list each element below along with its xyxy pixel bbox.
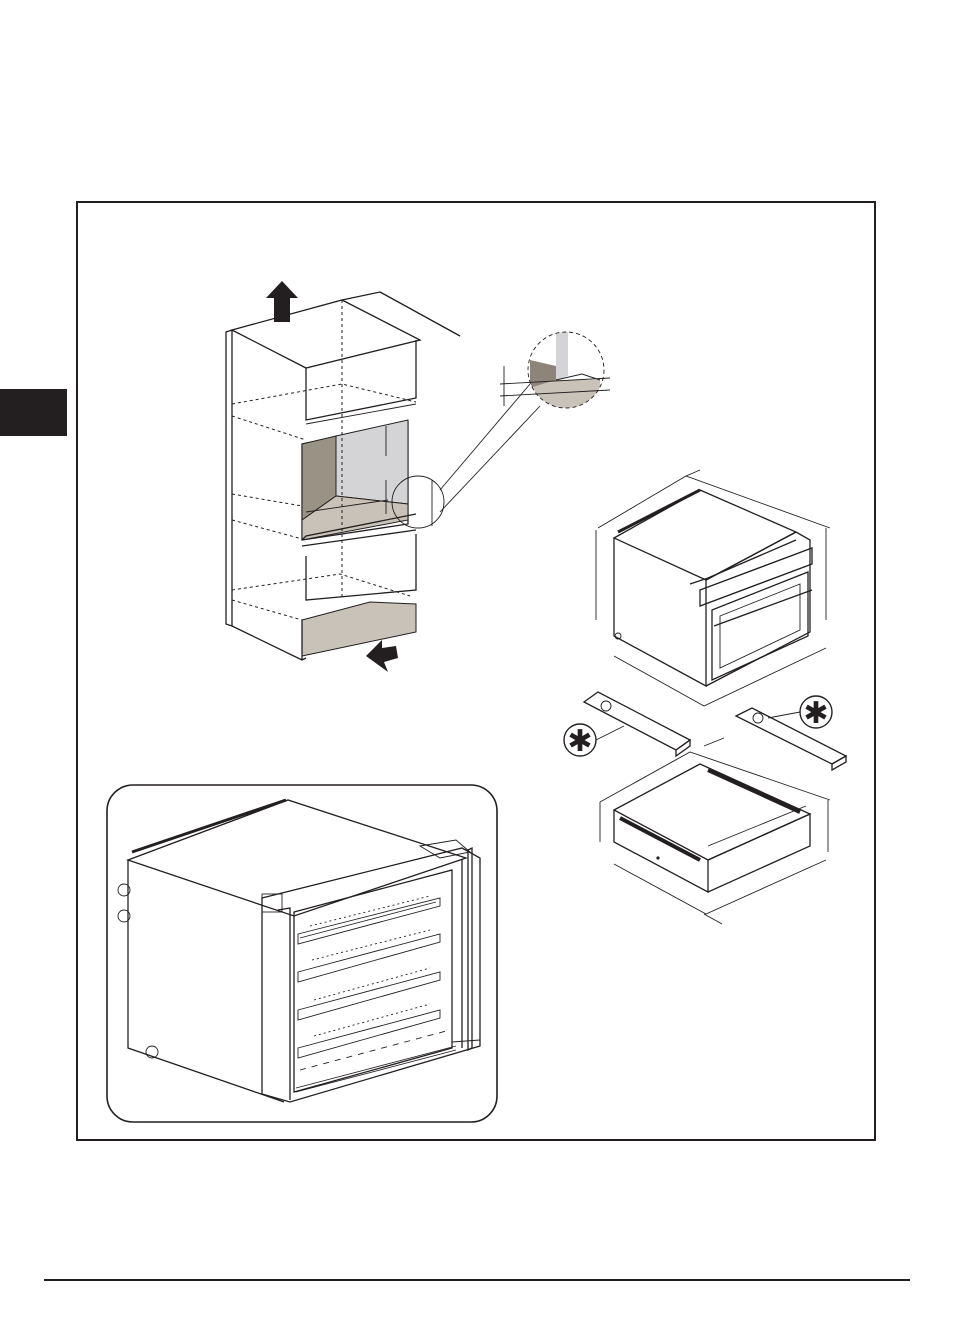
- asterisk-symbol-right: ✱: [803, 696, 828, 731]
- warming-drawer: [600, 752, 830, 924]
- wine-cooler: [107, 785, 497, 1122]
- cabinet-cutaway: [226, 281, 540, 672]
- oven-appliance: [596, 470, 830, 706]
- mounting-brackets: ✱ ✱: [564, 692, 846, 770]
- airflow-in-arrow-icon: [366, 640, 398, 672]
- footer-rule: [44, 1279, 910, 1281]
- asterisk-symbol-left: ✱: [567, 724, 592, 759]
